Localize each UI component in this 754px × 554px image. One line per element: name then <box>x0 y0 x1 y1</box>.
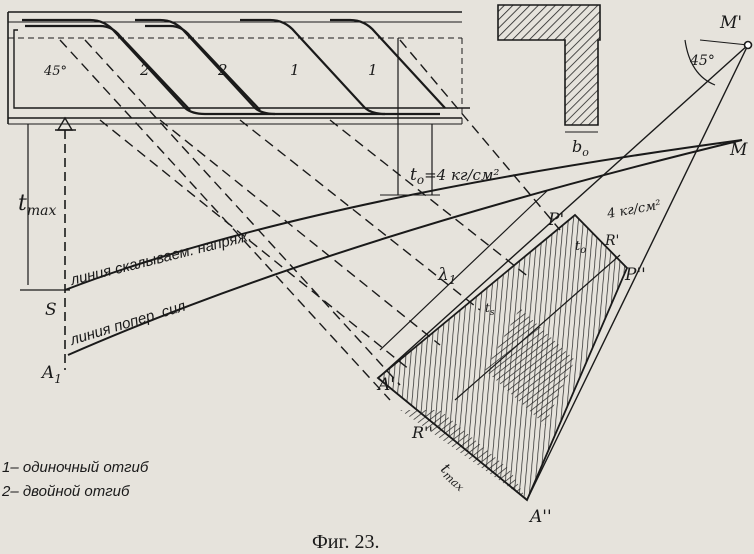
legend-item-1: 1– одиночный отгиб <box>2 459 149 476</box>
label-shear-line: линия скалываем. напряж. <box>68 227 253 289</box>
label-p-prime: P' <box>547 210 564 230</box>
legend: 1– одиночный отгиб 2– двойной отгиб <box>1 459 149 500</box>
beam-outline <box>7 11 462 125</box>
bent-bars <box>13 18 470 116</box>
figure-caption: Фиг. 23. <box>312 531 379 553</box>
label-a-dprime: A'' <box>528 507 552 527</box>
shear-stress-line <box>64 139 743 291</box>
labels: M' M 45° 45° tmax to=4 кг/см² bo S A1 A'… <box>18 13 748 527</box>
shear-diagram-triangle <box>376 213 629 502</box>
label-bar-2a: 2 <box>139 61 150 79</box>
label-t-max-triangle: tmax <box>436 460 472 495</box>
legend-item-2: 2– двойной отгиб <box>1 483 130 500</box>
label-t0-small: to <box>575 239 586 256</box>
t-section <box>497 4 601 133</box>
label-b0: bo <box>572 137 589 159</box>
label-a1: A1 <box>40 363 62 386</box>
label-p-dprime: P'' <box>624 265 646 285</box>
label-a-prime: A' <box>376 375 395 395</box>
label-s: S <box>45 300 57 320</box>
label-transverse-line: линия попер. сил <box>67 297 188 349</box>
label-bar-1a: 1 <box>290 61 300 79</box>
transverse-force-line <box>67 139 743 356</box>
label-ts: ts <box>485 301 495 318</box>
label-4kg: 4 кг/см² <box>605 198 662 222</box>
label-bar-1b: 1 <box>368 61 378 79</box>
label-m-prime: M' <box>719 13 742 33</box>
label-r-dprime: R'' <box>411 423 433 442</box>
label-t-max: tmax <box>18 191 56 219</box>
label-angle-left: 45° <box>43 64 67 79</box>
label-t0-value: to=4 кг/см² <box>410 165 499 187</box>
label-m: M <box>729 140 748 160</box>
label-bar-2b: 2 <box>217 61 228 79</box>
label-lambda1: λ1 <box>437 265 456 287</box>
diagonal-projection-lines <box>59 39 561 401</box>
label-angle-right: 45° <box>689 53 715 69</box>
label-r-prime: R' <box>604 233 619 249</box>
